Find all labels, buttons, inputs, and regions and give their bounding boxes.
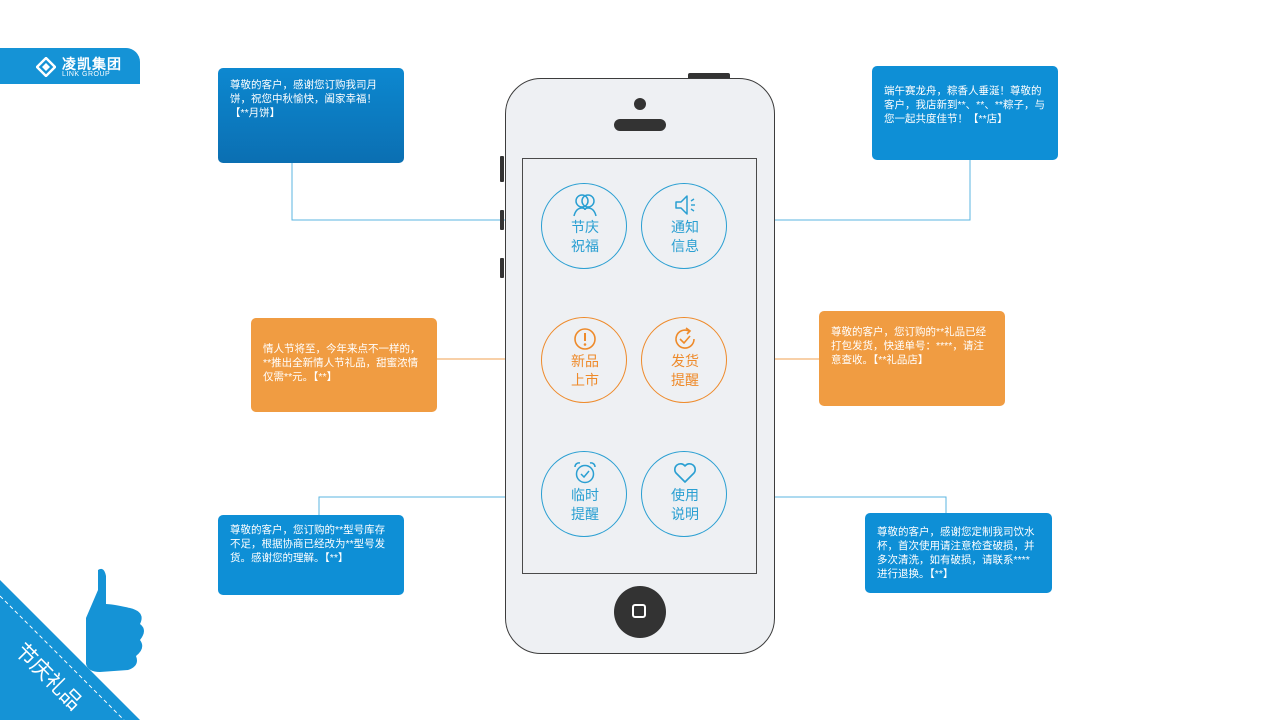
usage-label-2: 说明 [671,506,699,522]
exclamation-icon [574,328,596,350]
alarm-clock-icon [574,462,596,484]
logo-name-en: LINK GROUP [62,71,111,78]
phone-volume-down [500,258,504,278]
usage-instructions-button[interactable]: 使用 说明 [641,451,727,537]
people-icon [573,194,597,217]
message-cup: 尊敬的客户，感谢您定制我司饮水杯，首次使用请注意检查破损，并多次清洗，如有破损，… [865,513,1052,593]
company-logo: 凌凯集团 LINK GROUP [0,48,140,84]
shipping-label-1: 发货 [671,353,699,369]
logo-icon [36,57,56,77]
festival-greeting-button[interactable]: 节庆 祝福 [541,183,627,269]
message-shipping: 尊敬的客户，您订购的**礼品已经打包发货，快递单号：****，请注意查收。【**… [819,311,1005,406]
festival-label-2: 祝福 [571,238,599,254]
speaker-icon [675,195,695,215]
phone-volume-up [500,210,504,230]
message-valentine: 情人节将至，今年来点不一样的，**推出全新情人节礼品，甜蜜浓情仅需**元。【**… [251,318,437,412]
festival-label-1: 节庆 [571,219,599,235]
phone-side-button [500,156,504,182]
new-product-label-1: 新品 [571,353,599,369]
notice-info-button[interactable]: 通知 信息 [641,183,727,269]
new-product-button[interactable]: 新品 上市 [541,317,627,403]
message-stock: 尊敬的客户，您订购的**型号库存不足，根据协商已经改为**型号发货。感谢您的理解… [218,515,404,595]
message-dragon-boat: 端午赛龙舟，粽香人垂涎！尊敬的客户，我店新到**、**、**粽子，与您一起共度佳… [872,66,1058,160]
shipping-label-2: 提醒 [671,372,699,388]
temporary-reminder-button[interactable]: 临时 提醒 [541,451,627,537]
heart-icon [674,463,696,483]
notice-label-1: 通知 [671,219,699,235]
new-product-label-2: 上市 [571,372,599,388]
thumbs-up-icon [86,568,144,672]
notice-label-2: 信息 [671,238,699,254]
phone-camera [634,98,646,110]
usage-label-1: 使用 [671,487,699,503]
home-button[interactable] [614,586,666,638]
phone-power-button [688,73,730,79]
refresh-check-icon [675,327,695,349]
logo-name-cn: 凌凯集团 [62,56,122,72]
shipping-reminder-button[interactable]: 发货 提醒 [641,317,727,403]
corner-banner: 节庆礼品 [0,568,144,720]
message-mooncake: 尊敬的客户，感谢您订购我司月饼，祝您中秋愉快，阖家幸福！【**月饼】 [218,68,404,163]
temporary-label-2: 提醒 [571,506,599,522]
phone-speaker [614,119,666,131]
temporary-label-1: 临时 [571,487,599,503]
